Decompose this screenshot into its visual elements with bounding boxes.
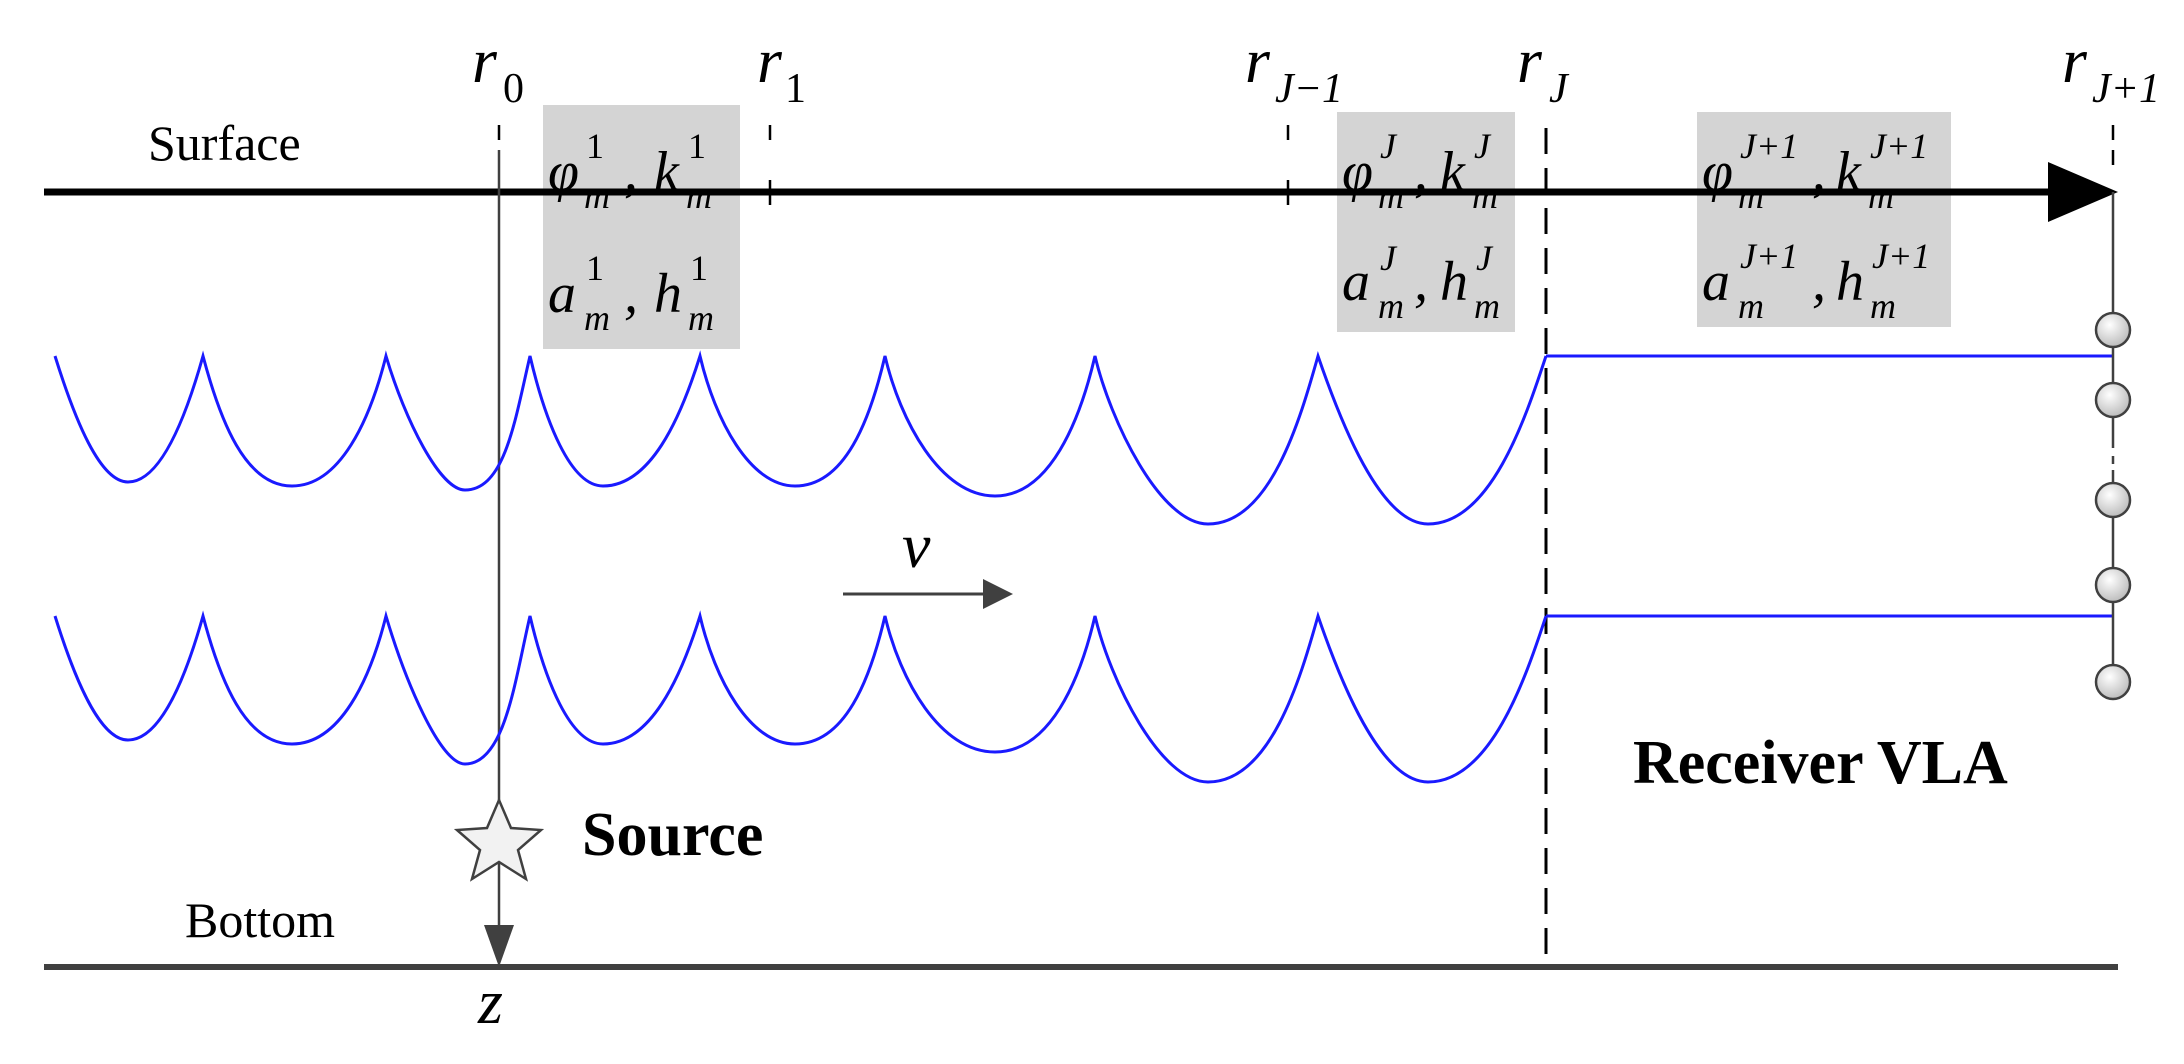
- svg-text:r: r: [2062, 25, 2088, 96]
- param-box-1: [543, 105, 740, 349]
- svg-text:J+1: J+1: [1872, 236, 1930, 276]
- svg-text:a: a: [548, 263, 576, 325]
- receiver-label: Receiver VLA: [1633, 729, 2008, 797]
- svg-text:1: 1: [688, 126, 706, 166]
- mode-curve-1: [53, 350, 1548, 526]
- svg-text:,: ,: [1812, 251, 1826, 313]
- svg-text:φ: φ: [548, 141, 579, 203]
- svg-text:J: J: [1380, 238, 1398, 278]
- svg-text:0: 0: [503, 66, 524, 112]
- svg-text:m: m: [584, 298, 610, 338]
- svg-text:1: 1: [586, 126, 604, 166]
- param-box-J1-text: φ J+1 m , k J+1 m a J+1 m , h J+1 m: [1702, 126, 1930, 326]
- hydrophone: [2094, 481, 2132, 519]
- range-ticks: [497, 125, 2115, 205]
- svg-text:m: m: [1378, 176, 1404, 216]
- source-label: Source: [582, 801, 763, 869]
- svg-text:r: r: [757, 25, 783, 96]
- svg-text:J+1: J+1: [1740, 126, 1798, 166]
- svg-text:J−1: J−1: [1275, 66, 1343, 112]
- svg-text:r: r: [472, 25, 498, 96]
- svg-text:m: m: [1870, 286, 1896, 326]
- svg-text:φ: φ: [1342, 141, 1373, 203]
- depth-arrowhead: [484, 925, 514, 967]
- param-box-J-text: φ J m , k J m a J m , h J m: [1342, 126, 1500, 326]
- bottom-label: Bottom: [185, 892, 335, 948]
- surface-label: Surface: [148, 115, 301, 171]
- svg-text:m: m: [688, 298, 714, 338]
- svg-text:1: 1: [785, 66, 806, 112]
- svg-text:,: ,: [1812, 141, 1826, 203]
- svg-text:k: k: [1836, 141, 1862, 203]
- svg-text:,: ,: [1414, 251, 1428, 313]
- svg-text:m: m: [1868, 176, 1894, 216]
- range-label-rJm1: r J−1: [1245, 25, 1343, 112]
- range-label-r0: r 0: [472, 25, 524, 112]
- svg-text:J+1: J+1: [1870, 126, 1928, 166]
- svg-text:h: h: [654, 263, 682, 325]
- svg-text:,: ,: [624, 141, 638, 203]
- svg-text:J: J: [1380, 126, 1398, 166]
- param-box-J1: [1697, 112, 1951, 327]
- svg-text:r: r: [1245, 25, 1271, 96]
- hydrophone: [2094, 381, 2132, 419]
- svg-text:m: m: [1472, 176, 1498, 216]
- svg-text:1: 1: [690, 248, 708, 288]
- svg-text:a: a: [1702, 251, 1730, 313]
- svg-text:k: k: [1440, 141, 1466, 203]
- svg-text:φ: φ: [1702, 141, 1733, 203]
- svg-text:a: a: [1342, 251, 1370, 313]
- svg-text:J: J: [1476, 238, 1494, 278]
- hydrophone: [2094, 566, 2132, 604]
- svg-text:1: 1: [586, 248, 604, 288]
- svg-text:k: k: [654, 141, 680, 203]
- svg-text:m: m: [1474, 286, 1500, 326]
- svg-text:J+1: J+1: [1740, 236, 1798, 276]
- surface-arrowhead: [2048, 162, 2118, 222]
- source-star-icon: [453, 796, 545, 882]
- svg-text:m: m: [1378, 286, 1404, 326]
- svg-text:m: m: [686, 176, 712, 216]
- range-label-r1: r 1: [757, 25, 806, 112]
- param-box-1-text: φ 1 m , k 1 m a 1 m , h 1 m: [548, 126, 714, 338]
- svg-text:r: r: [1517, 25, 1543, 96]
- hydrophone: [2094, 663, 2132, 701]
- svg-text:h: h: [1836, 251, 1864, 313]
- svg-text:J: J: [1549, 66, 1570, 112]
- svg-text:m: m: [1738, 176, 1764, 216]
- svg-text:m: m: [584, 176, 610, 216]
- hydrophone: [2094, 311, 2132, 349]
- range-label-rJ: r J: [1517, 25, 1570, 112]
- svg-text:,: ,: [624, 263, 638, 325]
- mode-curve-2: [53, 610, 1548, 784]
- svg-text:J: J: [1474, 126, 1492, 166]
- svg-text:m: m: [1738, 286, 1764, 326]
- svg-text:J+1: J+1: [2092, 66, 2160, 112]
- depth-label: z: [477, 966, 503, 1037]
- range-label-rJp1: r J+1: [2062, 25, 2160, 112]
- receiver-hydrophones: [2094, 311, 2132, 701]
- velocity-label: v: [902, 510, 931, 581]
- svg-text:h: h: [1440, 251, 1468, 313]
- svg-text:,: ,: [1414, 141, 1428, 203]
- param-box-J: [1337, 112, 1515, 332]
